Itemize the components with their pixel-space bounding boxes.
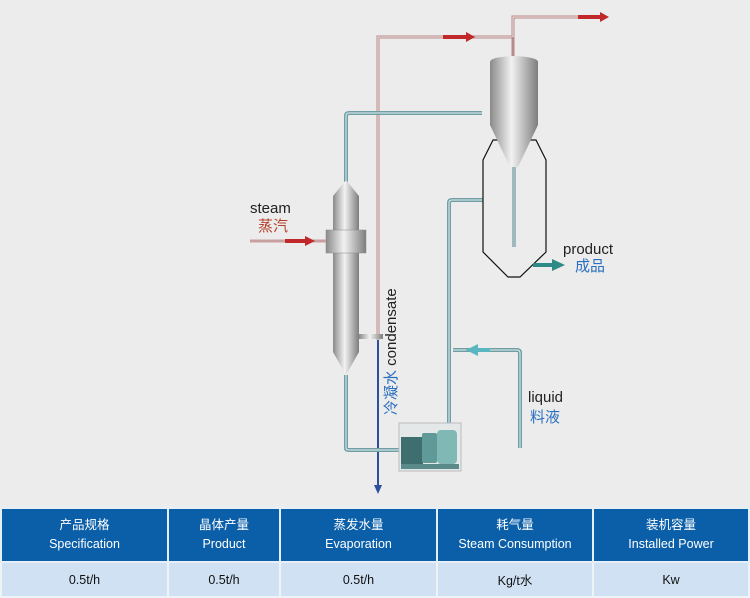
liquid-arrow — [466, 344, 490, 356]
header-specification-cn: 产品规格 — [59, 518, 110, 532]
condensate-label-en: condensate — [383, 288, 400, 366]
header-product: 晶体产量 Product — [167, 507, 281, 563]
header-evaporation: 蒸发水量 Evaporation — [279, 507, 438, 563]
product-label: product — [563, 241, 614, 258]
header-installed-power-cn: 装机容量 — [645, 518, 696, 532]
product-label-cn: 成品 — [575, 258, 606, 275]
evaporator — [325, 180, 383, 375]
spec-table: 产品规格 Specification 晶体产量 Product 蒸发水量 Evapor… — [0, 507, 750, 598]
liquid-pipes — [344, 111, 522, 452]
liquid-label-cn: 料液 — [530, 409, 561, 426]
header-steam-consumption: 耗气量 Steam Consumption — [436, 507, 594, 563]
table-row: 0.5t/h 0.5t/h 0.5t/h Kg/t水 Kw — [0, 561, 750, 598]
header-evaporation-en: Evaporation — [325, 537, 392, 551]
header-product-cn: 晶体产量 — [198, 518, 249, 532]
vapor-out-arrow — [578, 12, 609, 22]
cell-steam-consumption: Kg/t水 — [436, 561, 594, 598]
header-product-en: Product — [202, 537, 246, 551]
cell-evaporation: 0.5t/h — [279, 561, 438, 598]
header-specification-en: Specification — [49, 537, 120, 551]
header-installed-power: 装机容量 Installed Power — [592, 507, 750, 563]
header-evaporation-cn: 蒸发水量 — [333, 518, 384, 532]
liquid-label: liquid — [528, 389, 564, 406]
process-diagram — [250, 12, 609, 494]
header-specification: 产品规格 Specification — [0, 507, 169, 563]
steam-label: steam — [250, 200, 291, 217]
product-arrow — [533, 259, 565, 271]
table-header-row: 产品规格 Specification 晶体产量 Product 蒸发水量 Evapor… — [0, 507, 750, 563]
cell-specification: 0.5t/h — [0, 561, 169, 598]
steam-label-cn: 蒸汽 — [258, 218, 289, 235]
separator — [482, 56, 547, 278]
condensate-arrow — [374, 485, 382, 494]
header-steam-consumption-cn: 耗气量 — [496, 518, 534, 532]
header-installed-power-en: Installed Power — [628, 537, 714, 551]
pump — [398, 422, 462, 472]
header-steam-consumption-en: Steam Consumption — [458, 537, 572, 551]
condensate-label: 冷凝水 condensate — [383, 288, 400, 415]
vapor-pipe — [376, 15, 600, 340]
cell-product: 0.5t/h — [167, 561, 281, 598]
cell-installed-power: Kw — [592, 561, 750, 598]
condensate-label-cn: 冷凝水 — [383, 369, 400, 415]
steam-arrow — [285, 236, 315, 246]
vapor-arrow — [443, 32, 475, 42]
